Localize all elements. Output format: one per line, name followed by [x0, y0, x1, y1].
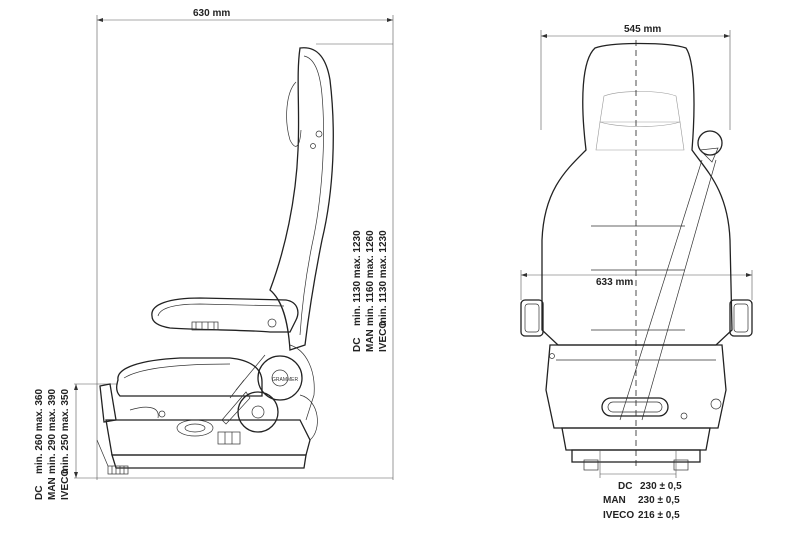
base-man-brand: MAN: [603, 495, 626, 506]
seat-height-text: DC min. 260 max. 360 MAN min. 290 max. 3…: [34, 389, 71, 500]
height-man-brand: MAN: [365, 329, 376, 352]
seat-belt: [619, 130, 723, 421]
height-dc-range: min. 1130 max. 1230: [352, 230, 363, 326]
side-armrests: [520, 299, 753, 337]
svg-text:GRAMMER: GRAMMER: [272, 377, 299, 383]
height-iveco-brand: IVECO: [378, 321, 389, 352]
base-dimension-table: DC 230 ± 0,5 MAN 230 ± 0,5 IVECO 216 ± 0…: [603, 481, 682, 521]
armrest-outline: [151, 297, 299, 333]
front-view: 545 mm 633 mm: [520, 24, 753, 521]
seat-dc-brand: DC: [34, 486, 45, 500]
seat-man-range: min. 290 max. 390: [47, 389, 58, 474]
height-dc-brand: DC: [352, 338, 363, 352]
side-width-dimension: 630 mm: [96, 8, 394, 480]
seat-base-outline: [96, 394, 318, 475]
adjustment-mechanism: GRAMMER: [221, 344, 315, 433]
seat-iveco-brand: IVECO: [60, 469, 71, 500]
side-width-label: 630 mm: [193, 8, 230, 19]
front-width-label: 545 mm: [624, 24, 661, 35]
height-iveco-range: min. 1130 max. 1230: [378, 230, 389, 326]
armrest-width-dimension: 633 mm: [520, 270, 753, 300]
backrest-outline: [269, 47, 334, 351]
seat-dc-range: min. 260 max. 360: [34, 389, 45, 474]
base-dc-value: 230 ± 0,5: [640, 481, 682, 492]
front-width-dimension: 545 mm: [540, 24, 731, 130]
front-backrest-outline: [541, 40, 733, 470]
seat-iveco-range: min. 250 max. 350: [60, 389, 71, 474]
base-man-value: 230 ± 0,5: [638, 495, 680, 506]
armrest-width-label: 633 mm: [596, 277, 633, 288]
base-iveco-value: 216 ± 0,5: [638, 510, 680, 521]
front-seat-base: [545, 344, 727, 478]
base-iveco-brand: IVECO: [603, 510, 634, 521]
base-dc-brand: DC: [618, 481, 632, 492]
side-view: 630 mm: [34, 8, 394, 500]
height-man-range: min. 1160 max. 1260: [365, 230, 376, 326]
backrest-height-text: DC min. 1130 max. 1230 MAN min. 1160 max…: [352, 230, 389, 352]
seat-man-brand: MAN: [47, 477, 58, 500]
